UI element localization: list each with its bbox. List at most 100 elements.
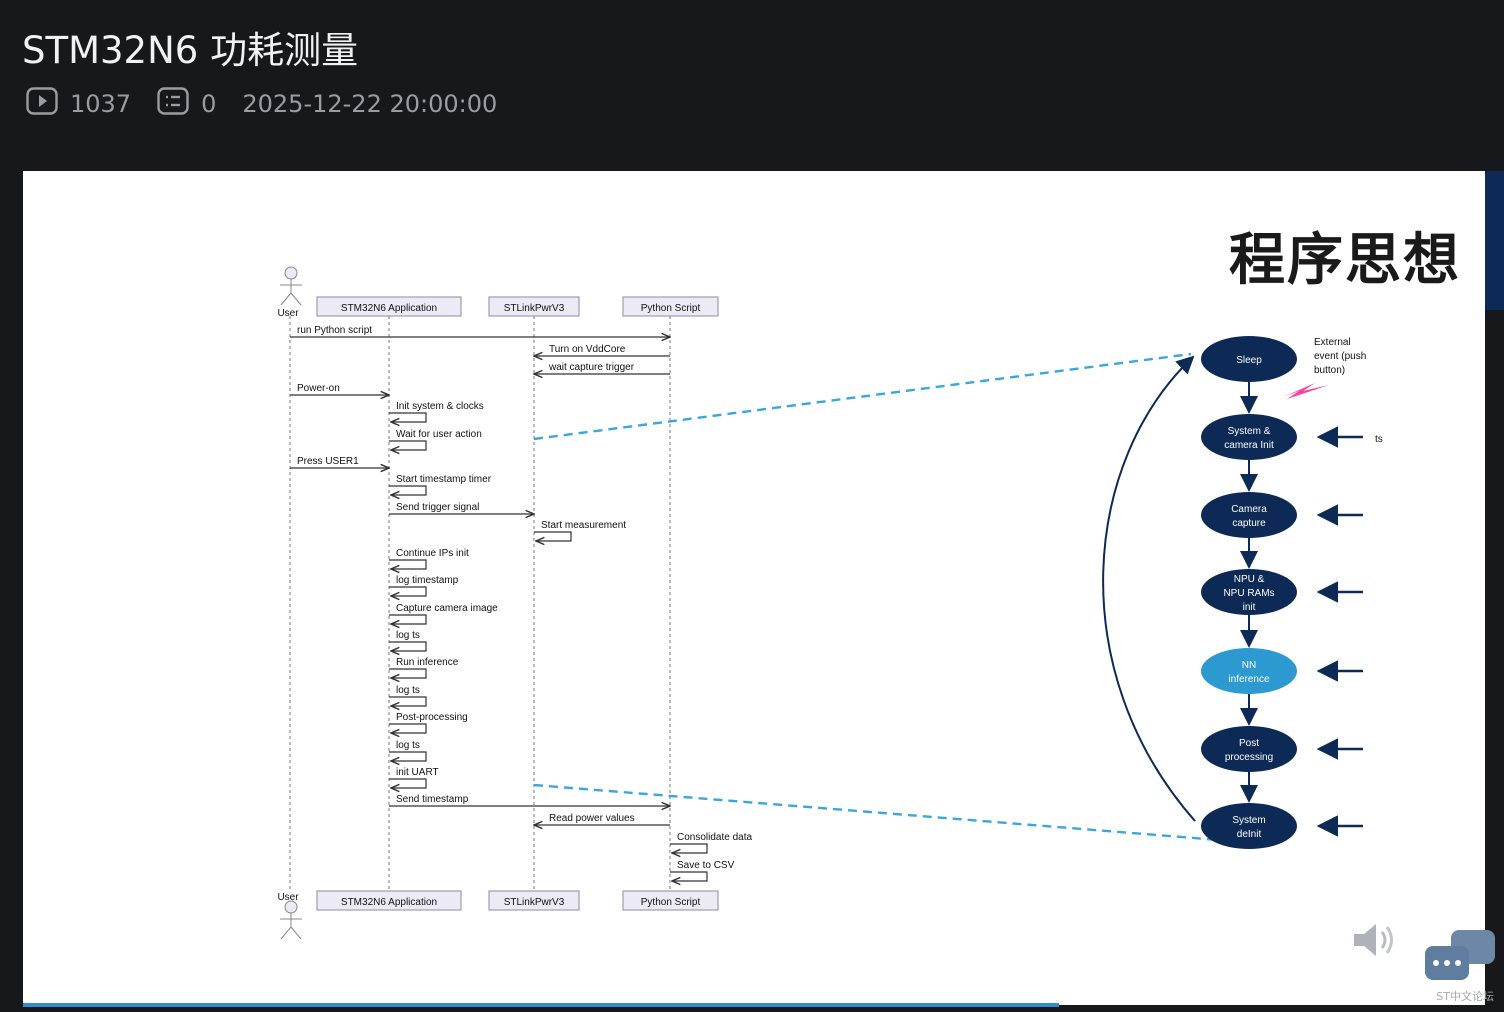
ts-label: ts [1375,434,1383,445]
slide-heading: 程序思想 [1229,227,1461,293]
participant-box [488,296,580,317]
self-message-arrow [389,440,427,450]
message-label: Init system & clocks [396,401,484,412]
lightning-bolt-icon [1283,383,1329,399]
comment-count: 0 [201,90,217,118]
message-label: Press USER1 [297,456,359,467]
flow-node-label: NPU RAMs [1223,588,1274,599]
message-label: Consolidate data [677,832,752,843]
message-label: Run inference [396,657,459,668]
flow-node-label: Sleep [1236,355,1262,366]
flow-node [1201,648,1297,694]
message-label: Turn on VddCore [549,344,626,355]
publish-date: 2025-12-22 20:00:00 [242,90,498,118]
self-message-arrow [389,723,427,733]
external-event-label: External [1314,337,1351,348]
video-meta: 1037 0 2025-12-22 20:00:00 [26,87,498,121]
message-label: log ts [396,630,420,641]
danmaku-icon [157,87,189,121]
participant-label: STM32N6 Application [341,303,437,314]
external-event-label: button) [1314,365,1345,376]
flow-node [1201,414,1297,460]
page-title: STM32N6 功耗测量 [22,29,359,72]
participant-label: STLinkPwrV3 [504,897,565,908]
participant-box [622,890,719,911]
message-label: wait capture trigger [548,362,635,373]
message-label: init UART [396,767,439,778]
flow-node-label: camera Init [1224,440,1274,451]
message-label: log timestamp [396,575,459,586]
chat-bubble-icon [1423,928,1498,986]
participant-label: STM32N6 Application [341,897,437,908]
self-message-arrow [389,559,427,569]
flow-node [1201,336,1297,382]
message-label: Start timestamp timer [396,474,492,485]
message-label: log ts [396,740,420,751]
self-message-arrow [389,751,427,761]
flow-node-label: init [1243,602,1256,613]
self-message-arrow [389,778,427,788]
message-label: Save to CSV [677,860,735,871]
message-label: Send trigger signal [396,502,479,513]
flow-node-label: processing [1225,752,1273,763]
self-message-arrow [389,668,427,678]
flow-node-label: System & [1228,426,1271,437]
participant-box [316,296,462,317]
actor-user-top-icon [280,292,292,306]
participant-box [488,890,580,911]
message-label: Wait for user action [396,429,482,440]
flow-node [1201,726,1297,772]
participant-label: STLinkPwrV3 [504,303,565,314]
flow-node-label: inference [1228,674,1270,685]
self-message-arrow [670,871,708,881]
dashed-link-sleep [533,352,1192,441]
flow-node-label: NN [1242,660,1256,671]
participant-box [316,890,462,911]
message-label: Capture camera image [396,603,498,614]
flow-node [1201,803,1297,849]
flow-node-label: Camera [1231,504,1267,515]
participant-box [622,296,719,317]
volume-icon [1350,920,1400,960]
self-message-arrow [670,843,708,853]
self-message-arrow [389,696,427,706]
view-count: 1037 [70,90,132,118]
self-message-arrow [389,614,427,624]
actor-user-bottom-icon [280,926,292,940]
loop-back-arrow [1102,355,1196,822]
flow-node-label: capture [1232,518,1266,529]
message-label: Continue IPs init [396,548,469,559]
participant-user-top: User [277,308,299,319]
message-label: run Python script [297,325,372,336]
self-message-arrow [389,412,427,422]
message-label: Power-on [297,383,340,394]
flow-node [1201,492,1297,538]
playback-progress[interactable] [23,1003,1059,1007]
actor-user-top-icon [290,292,302,306]
self-message-arrow [389,586,427,596]
message-label: Post-processing [396,712,468,723]
flow-node-label: deInit [1237,829,1262,840]
external-event-label: event (push [1314,351,1366,362]
actor-user-bottom-icon [284,900,298,914]
participant-label: Python Script [641,897,701,908]
flow-node-label: NPU & [1234,574,1265,585]
dashed-link-deinit [533,783,1220,842]
flow-node [1201,569,1297,615]
self-message-arrow [389,641,427,651]
self-message-arrow [389,485,427,495]
participant-user-bottom: User [277,892,299,903]
self-message-arrow [534,531,572,541]
message-label: Read power values [549,813,635,824]
play-count-icon [26,87,58,121]
watermark: ST中文论坛 [1436,990,1494,1003]
message-label: Send timestamp [396,794,469,805]
flow-node-label: System [1232,815,1265,826]
message-label: log ts [396,685,420,696]
message-label: Start measurement [541,520,626,531]
actor-user-top-icon [284,266,298,280]
participant-label: Python Script [641,303,701,314]
flow-node-label: Post [1239,738,1259,749]
